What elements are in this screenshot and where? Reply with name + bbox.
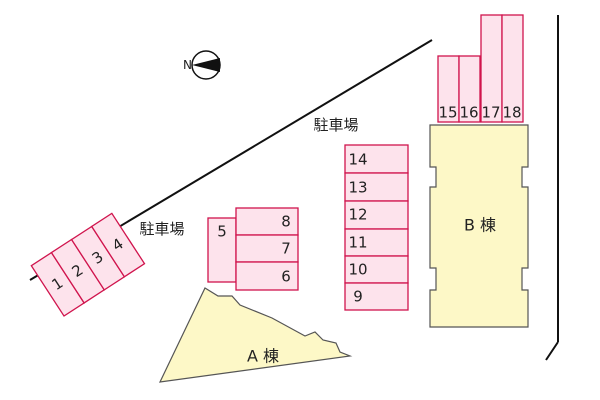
parking-lot-label-north: 駐車場 (313, 116, 358, 134)
parking-slot-7: 7 (235, 234, 299, 263)
boundary-corner-line (545, 341, 559, 361)
building-b (429, 124, 529, 328)
parking-slot-13-number: 13 (348, 179, 367, 197)
building-a-label: A 棟 (247, 347, 279, 366)
north-arrow-icon (191, 50, 221, 80)
parking-slot-6: 6 (235, 261, 299, 291)
parking-slot-14: 14 (344, 144, 409, 174)
parking-slot-5: 5 (207, 217, 237, 283)
parking-slot-5-number: 5 (217, 223, 227, 241)
parking-slot-16-number: 16 (459, 104, 478, 122)
parking-slot-17-number: 17 (481, 104, 500, 122)
parking-slot-9-number: 9 (353, 288, 363, 306)
parking-slot-2: 2 (50, 238, 106, 304)
parking-row-1-4: 1 2 3 4 (30, 212, 146, 317)
parking-slot-15-number: 15 (438, 104, 457, 122)
building-b-label: B 棟 (464, 216, 496, 235)
north-letter: N (183, 58, 192, 72)
parking-slot-8-number: 8 (281, 213, 291, 231)
parking-slot-11-number: 11 (348, 234, 367, 252)
parking-slot-4: 4 (90, 212, 146, 278)
parking-lot-label-west: 駐車場 (139, 220, 184, 238)
parking-slot-15: 15 (437, 55, 460, 123)
building-a (158, 287, 353, 383)
parking-slot-13: 13 (344, 172, 409, 202)
parking-slot-18-number: 18 (502, 104, 521, 122)
parking-slot-14-number: 14 (348, 151, 367, 169)
parking-slot-12: 12 (344, 200, 409, 230)
parking-slot-10-number: 10 (348, 261, 367, 279)
parking-slot-9: 9 (344, 282, 409, 311)
parking-slot-7-number: 7 (281, 240, 291, 258)
parking-slot-12-number: 12 (348, 206, 367, 224)
parking-slot-16: 16 (458, 55, 481, 123)
parking-slot-8: 8 (235, 207, 299, 236)
parking-slot-18: 18 (501, 14, 524, 123)
parking-slot-17: 17 (480, 14, 503, 123)
parking-slot-10: 10 (344, 255, 409, 284)
parking-slot-11: 11 (344, 228, 409, 257)
parking-slot-6-number: 6 (281, 268, 291, 286)
